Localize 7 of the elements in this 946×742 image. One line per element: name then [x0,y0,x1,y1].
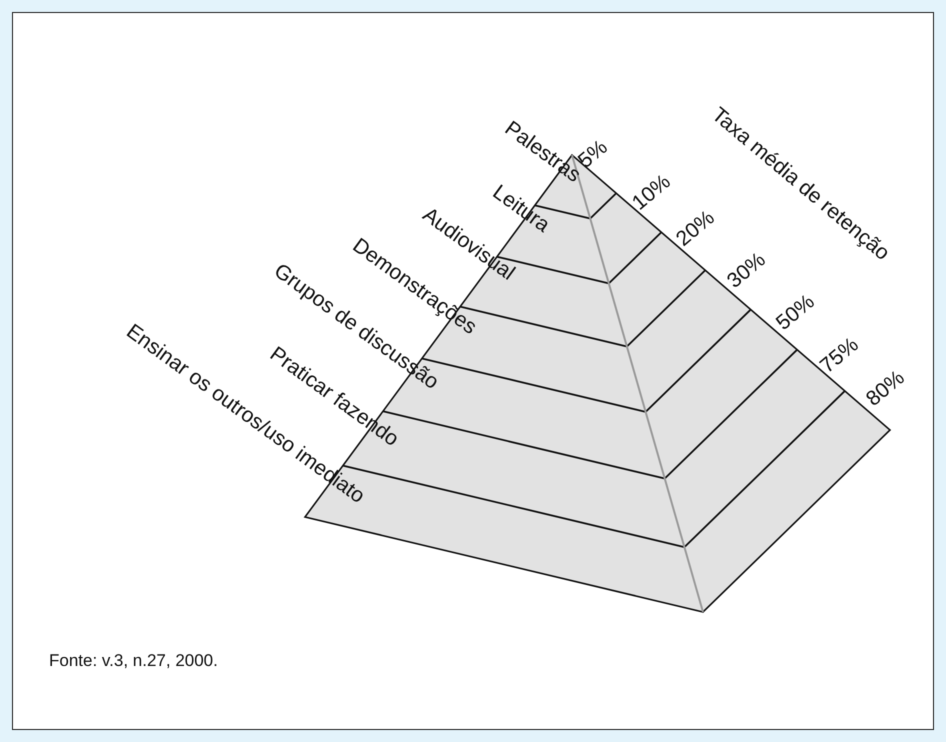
percentage-label: 20% [672,206,718,250]
percentage-label: 10% [628,170,674,214]
percentage-label: 50% [772,290,818,334]
source-note: Fonte: v.3, n.27, 2000. [49,652,218,669]
percentage-label: 30% [724,248,770,292]
percentage-label: 75% [816,334,862,377]
percentage-label: 80% [862,366,908,410]
